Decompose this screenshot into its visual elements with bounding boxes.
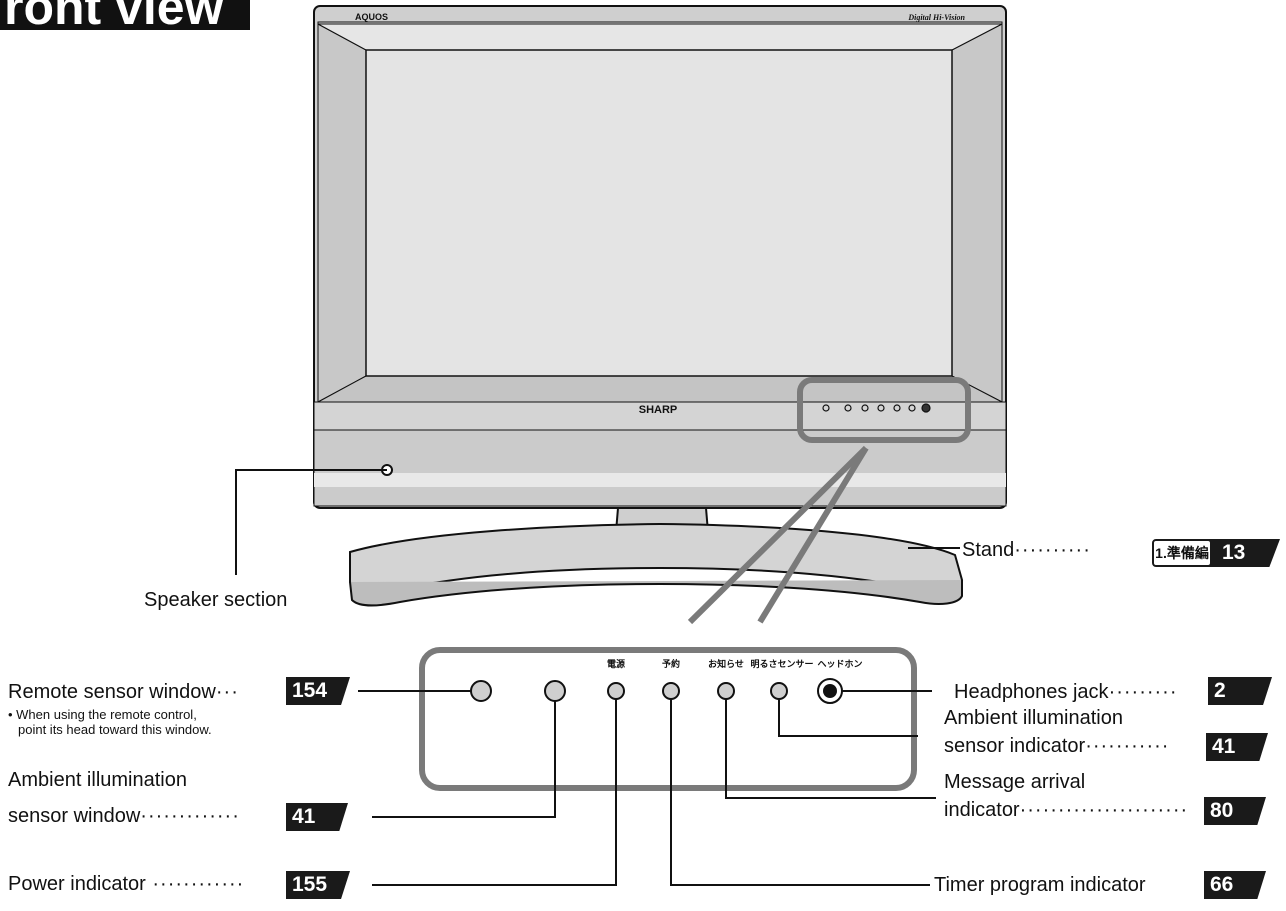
tv-indicator-panel [797, 377, 971, 443]
panel-label-headphones: ヘッドホン [817, 659, 862, 670]
ambient-window-circle [544, 680, 566, 702]
power-callout: Power indicator ············ [8, 873, 245, 895]
ambient-window-callout: sensor window············· [8, 805, 240, 827]
ambient-window-label-2: sensor window [8, 805, 141, 827]
timer-indicator-circle [662, 682, 680, 700]
ambient-indicator-callout: sensor indicator··········· [944, 735, 1170, 757]
stand-page-number: 13 [1222, 541, 1246, 564]
enlarged-panel [419, 647, 917, 791]
remote-sensor-note-1: • When using the remote control, [8, 707, 197, 722]
timer-page-badge: 66 [1204, 871, 1266, 899]
power-indicator-circle [607, 682, 625, 700]
stand [349, 507, 964, 607]
ambient-window-page-badge: 41 [286, 803, 348, 831]
message-page-badge: 80 [1204, 797, 1266, 825]
panel-label-message: お知らせ [708, 658, 744, 670]
stand-label: Stand [962, 539, 1015, 561]
ambient-indicator-label-2: sensor indicator [944, 735, 1086, 757]
remote-sensor-circle [470, 680, 492, 702]
zoom-lines [687, 445, 869, 625]
ambient-indicator-circle [770, 682, 788, 700]
stand-section-chip: 1.準備編 [1152, 539, 1212, 567]
power-page-badge: 155 [286, 871, 350, 899]
power-label: Power indicator [8, 873, 146, 895]
remote-sensor-page-badge: 154 [286, 677, 350, 705]
message-label-2: indicator [944, 799, 1020, 821]
remote-sensor-callout: Remote sensor window··· [8, 681, 239, 703]
ambient-window-label-1: Ambient illumination [8, 769, 187, 791]
message-label-1: Message arrival [944, 771, 1086, 793]
panel-label-timer: 予約 [662, 658, 680, 670]
leader-lines [235, 469, 960, 886]
headphones-label: Headphones jack [954, 681, 1109, 703]
logo-right-text: Digital Hi-Vision [907, 13, 965, 22]
message-indicator-circle [717, 682, 735, 700]
stand-page-badge-bg [1204, 539, 1280, 567]
ambient-indicator-label-1: Ambient illumination [944, 707, 1123, 729]
tv-body [313, 5, 1007, 509]
headphones-page-badge: 2 [1208, 677, 1272, 705]
stand-callout: Stand·········· [962, 538, 1091, 562]
panel-label-power: 電源 [607, 658, 625, 670]
timer-label: Timer program indicator [934, 874, 1146, 896]
headphones-callout: Headphones jack········· [954, 681, 1178, 703]
stand-dots: ·········· [1014, 539, 1091, 561]
panel-label-ambient: 明るさセンサー [750, 659, 813, 670]
ambient-indicator-page-badge: 41 [1206, 733, 1268, 761]
brand-top-text: AQUOS [355, 12, 388, 22]
speaker-section-label: Speaker section [144, 589, 288, 611]
brand-front-text: SHARP [639, 404, 678, 416]
remote-sensor-note-2: point its head toward this window. [18, 722, 212, 737]
message-callout: indicator······················ [944, 799, 1189, 821]
remote-sensor-label: Remote sensor window [8, 681, 216, 703]
page-heading: ront view [0, 0, 250, 30]
page-heading-text: ront view [4, 0, 224, 30]
